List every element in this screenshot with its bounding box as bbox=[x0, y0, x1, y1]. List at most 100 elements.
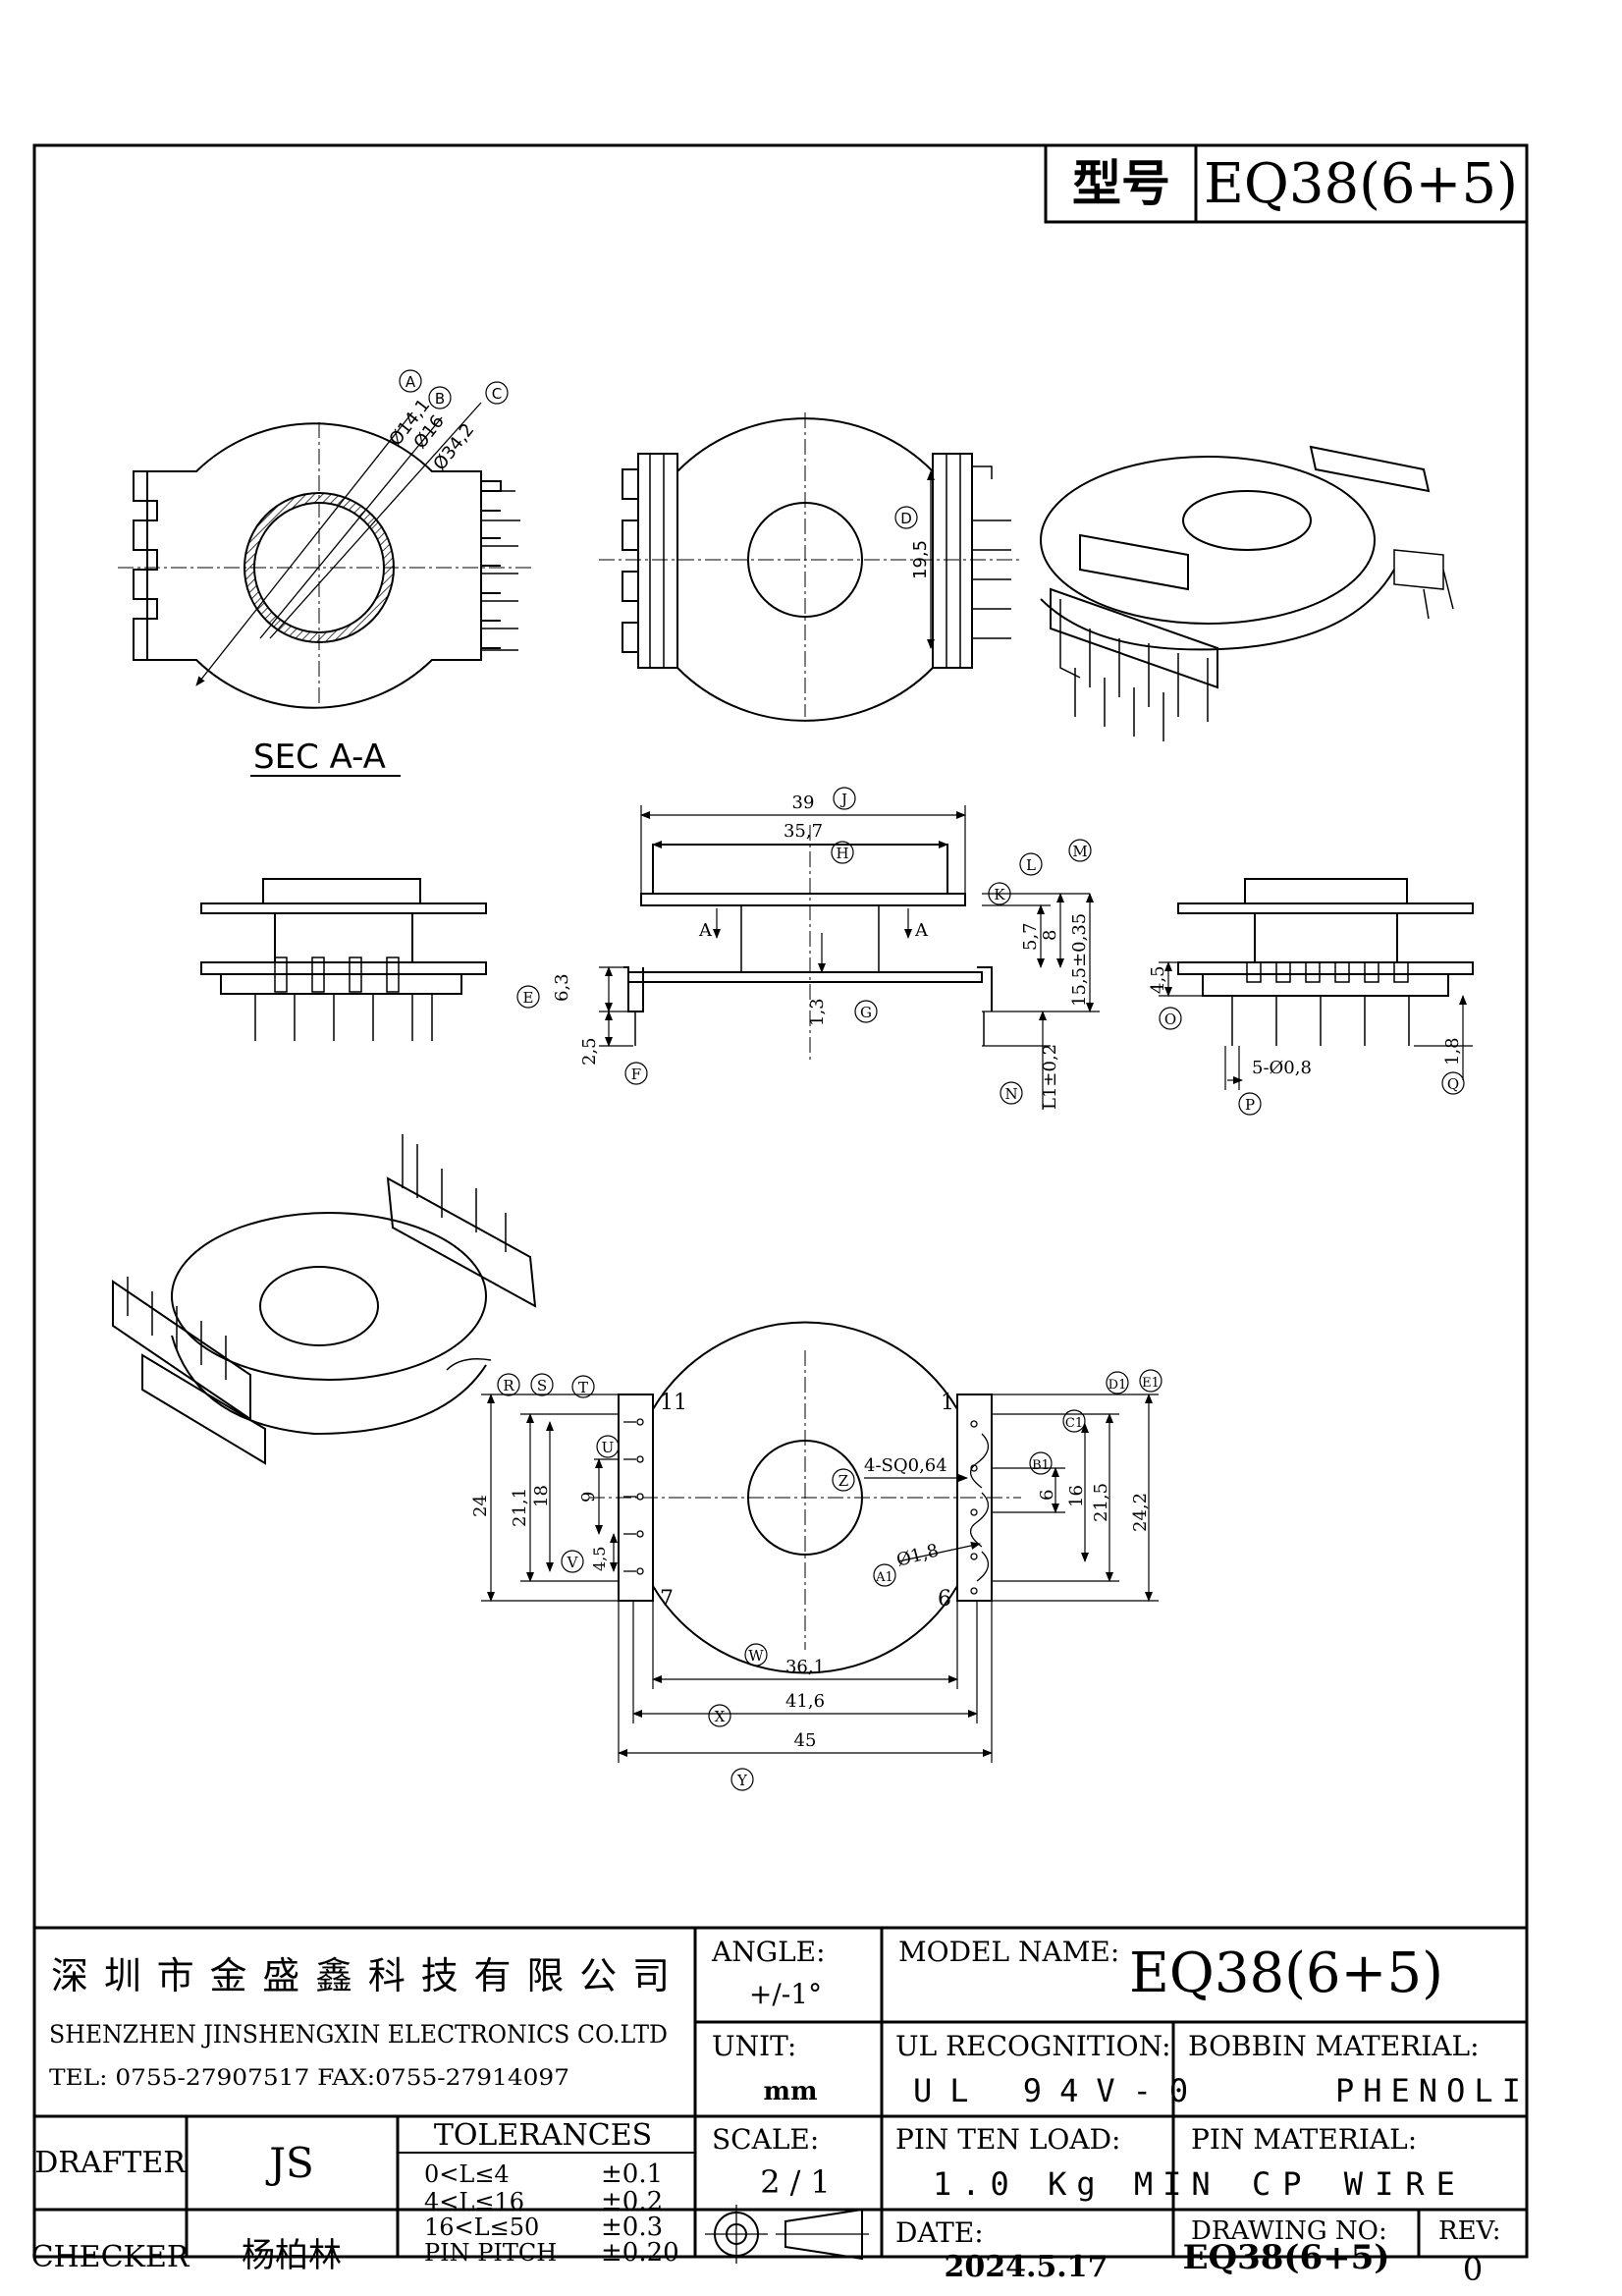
pin-ten-load-value: 1.0 Kg MIN bbox=[933, 2165, 1220, 2203]
company-en: SHENZHEN JINSHENGXIN ELECTRONICS CO.LTD bbox=[49, 2020, 668, 2049]
dim-15-5: 15,5±0,35 bbox=[1069, 913, 1090, 1007]
pin-6-label: 6 bbox=[938, 1587, 951, 1612]
dim-5-d08: 5-Ø0,8 bbox=[1252, 1058, 1312, 1078]
projection-symbol-icon bbox=[705, 2205, 869, 2264]
svg-text:K: K bbox=[994, 886, 1005, 903]
svg-text:P: P bbox=[1245, 1096, 1255, 1114]
section-view-a-a bbox=[118, 402, 535, 709]
ul-value: UL 94V-0 bbox=[913, 2072, 1206, 2109]
dim-1-8: 1,8 bbox=[1442, 1037, 1463, 1066]
side-view-right bbox=[1159, 878, 1474, 1090]
top-model-box: 型号 EQ38(6+5) bbox=[1044, 143, 1529, 224]
bobbin-material-label: BOBBIN MATERIAL: bbox=[1188, 2030, 1480, 2062]
scale-label: SCALE: bbox=[712, 2123, 819, 2156]
rev-value: 0 bbox=[1463, 2251, 1483, 2288]
dim-24: 24 bbox=[470, 1495, 491, 1517]
svg-text:M: M bbox=[1072, 843, 1087, 860]
company-cn: 深圳市金盛鑫科技有限公司 bbox=[51, 1954, 670, 1997]
dim-l1: L1±0,2 bbox=[1040, 1044, 1060, 1110]
svg-text:A: A bbox=[914, 920, 929, 941]
svg-text:A1: A1 bbox=[875, 1570, 893, 1585]
svg-text:S: S bbox=[537, 1377, 547, 1394]
model-name-label: MODEL NAME: bbox=[898, 1936, 1119, 1968]
svg-text:C1: C1 bbox=[1065, 1416, 1083, 1431]
svg-text:J: J bbox=[839, 791, 847, 808]
svg-text:R: R bbox=[503, 1377, 514, 1394]
dim-8: 8 bbox=[1040, 930, 1060, 941]
dim-6-3: 6,3 bbox=[552, 973, 572, 1002]
pin-material-label: PIN MATERIAL: bbox=[1191, 2123, 1417, 2156]
rev-label: REV: bbox=[1438, 2216, 1500, 2246]
svg-text:B: B bbox=[435, 390, 445, 408]
svg-text:Z: Z bbox=[838, 1472, 848, 1490]
svg-text:A: A bbox=[698, 920, 713, 941]
drafter-label: DRAFTER bbox=[34, 2146, 187, 2180]
tol-range-3: PIN PITCH bbox=[424, 2239, 557, 2267]
tol-range-2: 16<L≤50 bbox=[424, 2214, 539, 2241]
svg-text:G: G bbox=[860, 1004, 872, 1021]
svg-text:T: T bbox=[578, 1379, 588, 1396]
svg-text:V: V bbox=[567, 1554, 579, 1571]
pin-material-value: CP WIRE bbox=[1252, 2165, 1467, 2203]
svg-text:Q: Q bbox=[1447, 1075, 1459, 1093]
svg-text:F: F bbox=[631, 1066, 641, 1083]
dim-1-3: 1,3 bbox=[807, 998, 828, 1026]
title-block-text: 深圳市金盛鑫科技有限公司 SHENZHEN JINSHENGXIN ELECTR… bbox=[31, 1936, 1530, 2288]
tolerances-label: TOLERANCES bbox=[434, 2118, 652, 2153]
tol-value-3: ±0.20 bbox=[601, 2238, 679, 2268]
dim-36-1: 36,1 bbox=[785, 1657, 825, 1677]
dim-19-5: 19,5 bbox=[910, 540, 931, 579]
dim-41-6: 41,6 bbox=[785, 1691, 825, 1712]
svg-text:W: W bbox=[748, 1647, 764, 1665]
tel-fax: TEL: 0755-27907517 FAX:0755-27914097 bbox=[49, 2066, 569, 2091]
svg-text:C: C bbox=[492, 385, 502, 403]
bobbin-material-value: PHENOLI bbox=[1335, 2072, 1530, 2109]
svg-text:U: U bbox=[602, 1439, 615, 1456]
top-model-value: EQ38(6+5) bbox=[1204, 152, 1518, 216]
dim-5-7: 5,7 bbox=[1020, 922, 1041, 951]
svg-text:D1: D1 bbox=[1108, 1378, 1127, 1393]
side-view-right-labels: O P Q 4,5 5-Ø0,8 1,8 bbox=[1148, 965, 1465, 1116]
bottom-view bbox=[481, 1321, 1159, 1763]
pin-ten-load-label: PIN TEN LOAD: bbox=[895, 2123, 1120, 2156]
tol-value-0: ±0.1 bbox=[601, 2159, 663, 2189]
drawing-no-value: EQ38(6+5) bbox=[1183, 2238, 1390, 2277]
side-view-left bbox=[200, 878, 487, 1041]
scale-value: 2/1 bbox=[760, 2163, 840, 2201]
drafter-value: JS bbox=[265, 2139, 314, 2187]
svg-text:H: H bbox=[836, 845, 848, 862]
dim-2-5: 2,5 bbox=[579, 1037, 600, 1066]
svg-text:E: E bbox=[523, 989, 534, 1007]
outer-frame bbox=[32, 143, 1529, 2259]
pin-1-label: 1 bbox=[941, 1391, 954, 1415]
front-view-labels: J H K L M E F G N 39 35,7 5,7 8 15,5±0,3… bbox=[516, 787, 1092, 1110]
tol-value-1: ±0.2 bbox=[601, 2187, 663, 2216]
iso-view-top bbox=[1040, 445, 1454, 741]
dim-sq064: 4-SQ0,64 bbox=[864, 1455, 947, 1476]
svg-text:L: L bbox=[1026, 856, 1036, 874]
title-block bbox=[34, 1926, 1527, 2257]
svg-text:X: X bbox=[715, 1708, 726, 1725]
svg-text:O: O bbox=[1164, 1011, 1176, 1028]
unit-value: mm bbox=[763, 2077, 817, 2106]
tol-value-2: ±0.3 bbox=[601, 2213, 663, 2242]
dim-24-2: 24,2 bbox=[1130, 1493, 1151, 1532]
dim-18: 18 bbox=[531, 1485, 552, 1507]
dim-9: 9 bbox=[578, 1492, 599, 1503]
svg-text:D: D bbox=[900, 510, 912, 527]
svg-text:B1: B1 bbox=[1032, 1458, 1050, 1473]
tol-range-1: 4<L≤16 bbox=[424, 2188, 524, 2215]
plan-view bbox=[599, 412, 1021, 722]
dim-21-1: 21,1 bbox=[510, 1488, 530, 1527]
front-view bbox=[599, 805, 1100, 1110]
date-value: 2024.5.17 bbox=[944, 2250, 1108, 2284]
svg-text:A: A bbox=[406, 373, 416, 391]
top-model-label: 型号 bbox=[1072, 154, 1170, 212]
dim-4-5-side: 4,5 bbox=[1148, 965, 1168, 994]
plan-view-labels: D 19,5 bbox=[894, 506, 931, 579]
svg-text:Y: Y bbox=[736, 1772, 748, 1789]
dim-4-5-bottom: 4,5 bbox=[590, 1547, 609, 1571]
angle-value: +/-1° bbox=[749, 1978, 822, 2010]
iso-view-bottom bbox=[112, 1134, 537, 1465]
